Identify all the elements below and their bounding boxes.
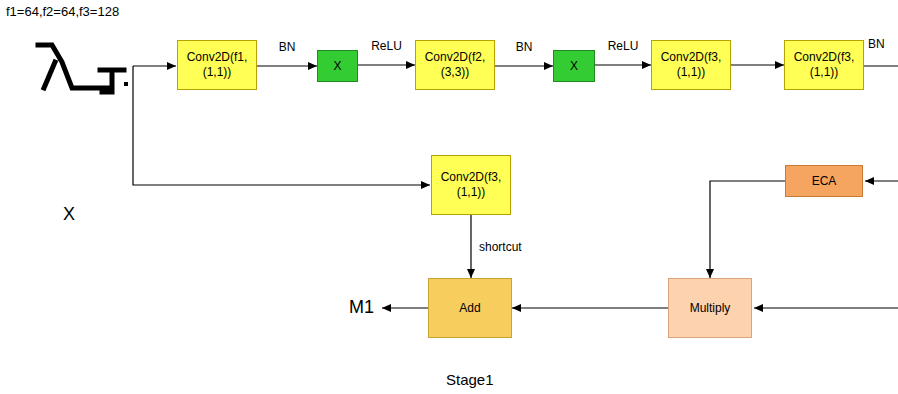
input-glyph xyxy=(38,45,128,92)
box-text: X xyxy=(329,57,345,76)
box-text: ECA xyxy=(808,172,841,191)
box-text: Conv2D(f3, (1,1)) xyxy=(432,168,510,202)
input-label: X xyxy=(63,204,75,225)
box-text: Conv2D(f1, (1,1)) xyxy=(178,48,256,82)
connector xyxy=(495,65,553,66)
edge-label: BN xyxy=(279,40,296,54)
multiply-input-line xyxy=(754,307,898,308)
box-text: Conv2D(f3, (1,1)) xyxy=(652,48,730,82)
edge-label: ReLU xyxy=(371,39,402,53)
input-line xyxy=(133,65,176,66)
output-label: M1 xyxy=(349,297,374,318)
box-text: X xyxy=(566,57,582,76)
multiply-box: Multiply xyxy=(668,278,752,338)
connector xyxy=(512,307,668,308)
connector xyxy=(595,64,651,65)
conv-box: Conv2D(f3, (1,1)) xyxy=(784,40,864,90)
edge-label: ReLU xyxy=(608,39,639,53)
connector xyxy=(470,215,471,278)
diagram-title: f1=64,f2=64,f3=128 xyxy=(6,4,119,19)
edge-label: BN xyxy=(516,40,533,54)
conv-box: Conv2D(f1, (1,1)) xyxy=(177,40,257,90)
box-text: Conv2D(f3, (1,1)) xyxy=(785,48,863,82)
bn-label: BN xyxy=(868,37,885,51)
box-text: Add xyxy=(455,299,484,318)
conv-box: Conv2D(f3, (1,1)) xyxy=(651,40,731,90)
eca-input-line xyxy=(865,180,898,181)
shortcut-conv-box: Conv2D(f3, (1,1)) xyxy=(431,155,511,215)
box-text: Conv2D(f2, (3,3)) xyxy=(416,48,494,82)
output-line xyxy=(382,307,428,308)
stage-label: Stage1 xyxy=(446,371,494,388)
conv-box: Conv2D(f2, (3,3)) xyxy=(415,40,495,90)
connector xyxy=(358,64,415,65)
box-text: Multiply xyxy=(686,299,735,318)
connector xyxy=(710,181,785,278)
exit-line xyxy=(863,65,898,66)
multiply-op-box: X xyxy=(317,50,358,82)
multiply-op-box: X xyxy=(553,50,595,82)
add-box: Add xyxy=(428,278,512,338)
connector xyxy=(257,65,317,66)
connector xyxy=(731,64,784,65)
eca-box: ECA xyxy=(785,165,863,197)
edge-label: shortcut xyxy=(479,240,522,254)
